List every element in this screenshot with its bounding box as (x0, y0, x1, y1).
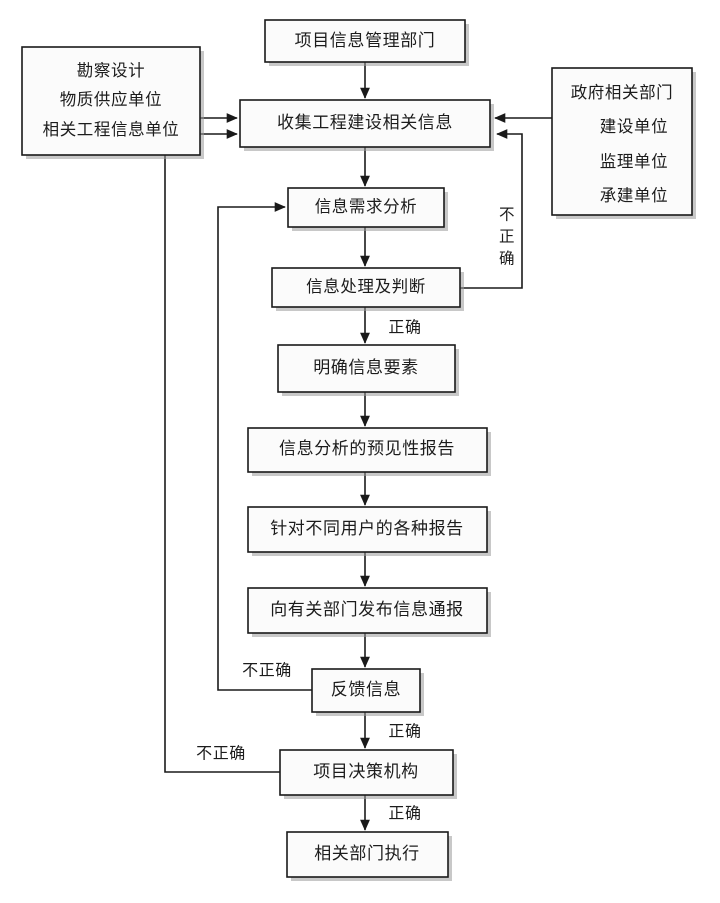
node-predictive-report[interactable]: 信息分析的预见性报告 (247, 427, 491, 476)
edge-feedback-incorrect-to-demand (217, 202, 312, 691)
node-decision-body[interactable]: 项目决策机构 (279, 749, 457, 799)
edge-label-incorrect-vertical-char-1: 不 (499, 207, 515, 224)
edge-label-incorrect-vertical-char-2: 正 (499, 229, 515, 246)
node-label-right-source-2: 建设单位 (600, 117, 668, 136)
node-label-collect-info: 收集工程建设相关信息 (277, 113, 453, 132)
node-right-sources[interactable]: 政府相关部门 建设单位 监理单位 承建单位 (551, 67, 696, 219)
edge-label-correct-after-feedback: 正确 (388, 723, 421, 741)
node-label-project-info-dept: 项目信息管理部门 (295, 31, 436, 50)
node-feedback-info[interactable]: 反馈信息 (311, 668, 424, 716)
node-process-judge[interactable]: 信息处理及判断 (271, 267, 464, 311)
node-label-predictive-report: 信息分析的预见性报告 (279, 439, 455, 458)
node-publish-bulletin[interactable]: 向有关部门发布信息通报 (247, 587, 491, 637)
node-label-left-source-1: 勘察设计 (77, 61, 145, 80)
node-label-left-source-3: 相关工程信息单位 (43, 120, 180, 139)
node-label-right-source-3: 监理单位 (600, 152, 668, 171)
edge-label-incorrect-vertical-char-3: 确 (499, 250, 515, 268)
node-label-clarify-elements: 明确信息要素 (313, 358, 419, 377)
edge-label-correct-after-decision: 正确 (388, 805, 421, 823)
node-label-demand-analysis: 信息需求分析 (315, 197, 418, 216)
node-user-reports[interactable]: 针对不同用户的各种报告 (247, 506, 491, 556)
node-label-left-source-2: 物质供应单位 (60, 90, 163, 109)
node-collect-info[interactable]: 收集工程建设相关信息 (239, 99, 494, 151)
edge-process-incorrect-to-collect (460, 129, 523, 289)
edge-labels: 不 正 确 正确 不正确 正确 不正确 正确 (196, 207, 515, 823)
node-dept-execute[interactable]: 相关部门执行 (286, 831, 452, 881)
node-label-publish-bulletin: 向有关部门发布信息通报 (270, 600, 464, 619)
node-label-decision-body: 项目决策机构 (313, 762, 419, 781)
node-left-sources[interactable]: 勘察设计 物质供应单位 相关工程信息单位 (21, 46, 204, 159)
node-label-feedback-info: 反馈信息 (331, 680, 401, 699)
edge-label-correct-after-judge: 正确 (388, 319, 421, 337)
node-label-user-reports: 针对不同用户的各种报告 (270, 519, 464, 538)
node-label-right-source-4: 承建单位 (600, 186, 668, 205)
node-label-process-judge: 信息处理及判断 (306, 277, 426, 296)
node-label-dept-execute: 相关部门执行 (314, 844, 420, 863)
node-demand-analysis[interactable]: 信息需求分析 (287, 187, 448, 231)
node-label-right-source-1: 政府相关部门 (571, 83, 674, 102)
node-project-info-dept[interactable]: 项目信息管理部门 (264, 19, 469, 66)
node-clarify-elements[interactable]: 明确信息要素 (277, 344, 459, 396)
edge-label-incorrect-decision: 不正确 (196, 745, 246, 763)
edge-label-incorrect-feedback: 不正确 (242, 662, 292, 680)
